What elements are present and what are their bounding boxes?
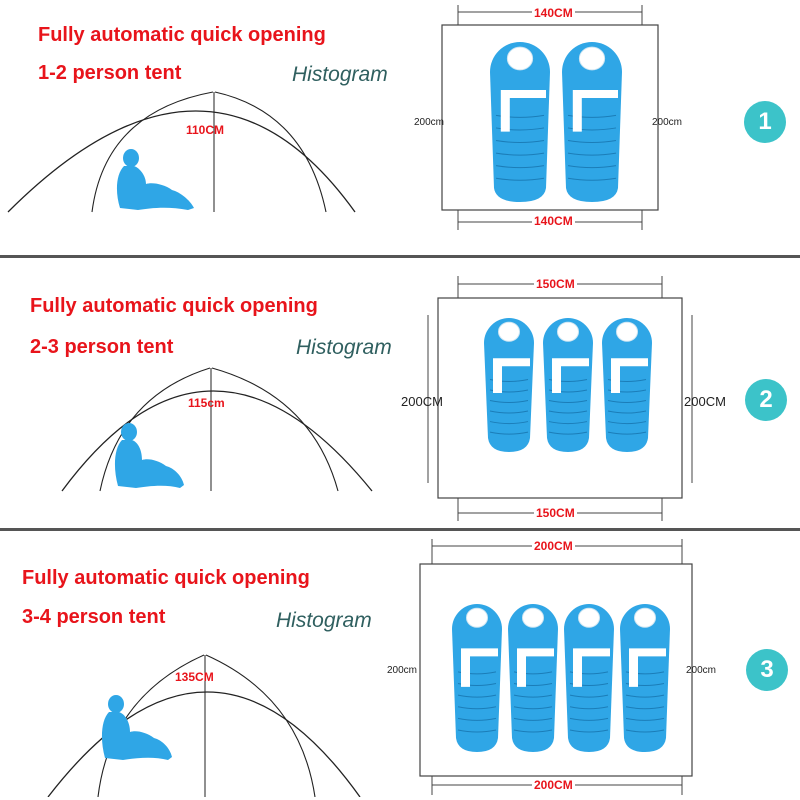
length-dimension-right: 200cm <box>652 117 683 128</box>
tent-height-label: 110CM <box>186 123 225 137</box>
sleeping-bag <box>564 604 614 752</box>
floor-plan <box>441 5 659 230</box>
option-badge-2: 2 <box>745 379 787 421</box>
tent-side-view <box>61 367 373 492</box>
tent-panel-1: Fully automatic quick opening 1-2 person… <box>0 0 800 255</box>
sleeping-bag <box>508 604 558 752</box>
option-badge-3: 3 <box>746 649 788 691</box>
length-dimension-left: 200CM <box>401 394 443 409</box>
tent-height-label: 115cm <box>188 396 225 410</box>
tent-panel-2: Fully automatic quick opening 2-3 person… <box>0 258 800 528</box>
width-dimension-bottom: 200CM <box>532 778 575 792</box>
sleeping-bag <box>562 42 622 202</box>
width-dimension-bottom: 140CM <box>532 214 575 228</box>
person-silhouette <box>114 423 184 488</box>
tent-capacity: 1-2 person tent <box>38 62 182 84</box>
sleeping-bag <box>620 604 670 752</box>
person-silhouette <box>116 149 194 210</box>
tent-side-view <box>7 91 356 213</box>
width-dimension-top: 140CM <box>532 6 575 20</box>
section-divider <box>0 528 800 531</box>
histogram-label: Histogram <box>276 609 372 632</box>
width-dimension-top: 200CM <box>532 539 575 553</box>
tent-capacity: 3-4 person tent <box>22 606 166 628</box>
width-dimension-bottom: 150CM <box>534 506 577 520</box>
tent-capacity: 2-3 person tent <box>30 336 174 358</box>
sleeping-bag <box>602 318 652 452</box>
option-badge-1: 1 <box>744 101 786 143</box>
length-dimension-right: 200CM <box>684 394 726 409</box>
tent-panel-3: Fully automatic quick opening 3-4 person… <box>0 531 800 800</box>
panel-title: Fully automatic quick opening <box>38 24 326 46</box>
tent-side-view <box>47 654 361 797</box>
length-dimension-right: 200cm <box>686 665 717 676</box>
section-divider <box>0 255 800 258</box>
width-dimension-top: 150CM <box>534 277 577 291</box>
histogram-label: Histogram <box>296 336 392 359</box>
panel-title: Fully automatic quick opening <box>22 567 310 589</box>
sleeping-bag <box>543 318 593 452</box>
panel-title: Fully automatic quick opening <box>30 295 318 317</box>
floor-plan <box>427 276 693 521</box>
tent-height-label: 135CM <box>175 670 214 684</box>
length-dimension-left: 200cm <box>414 117 445 128</box>
sleeping-bag <box>452 604 502 752</box>
histogram-label: Histogram <box>292 63 388 86</box>
person-silhouette <box>101 695 172 760</box>
sleeping-bag <box>490 42 550 202</box>
sleeping-bag <box>484 318 534 452</box>
floor-plan <box>419 539 693 795</box>
length-dimension-left: 200cm <box>387 665 418 676</box>
